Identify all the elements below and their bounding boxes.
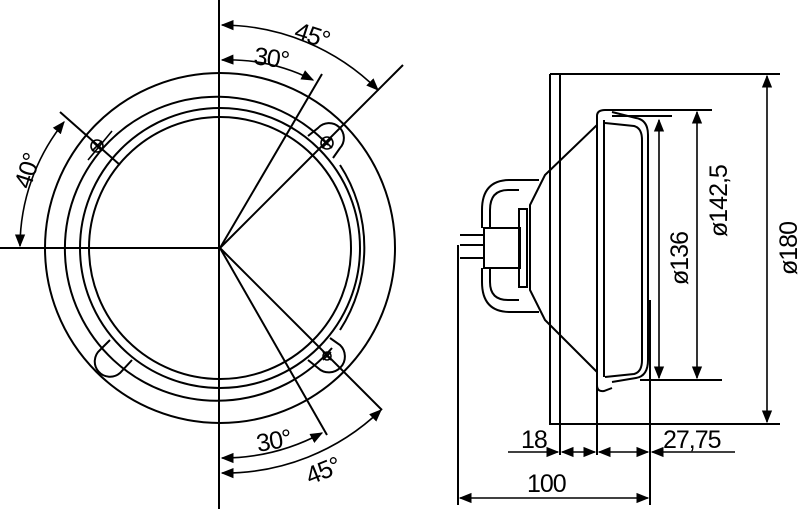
front-view: 45° 30° 40° 30° 45° — [0, 0, 404, 509]
mounting-plate-back — [549, 74, 560, 425]
reflector-cone — [529, 124, 598, 373]
dim-arc-45-top — [220, 19, 379, 91]
dia136-label: ø136 — [666, 232, 694, 285]
radial-45-bottom — [219, 247, 383, 411]
angle-label-40-left: 40° — [9, 150, 46, 192]
length-label-100: 100 — [527, 470, 566, 498]
angle-label-30-top: 30° — [252, 42, 290, 75]
flange-ring-right — [339, 164, 366, 331]
screw-hole-icon — [322, 351, 332, 361]
side-view: ø136 ø142,5 ø180 18 27,75 100 — [457, 73, 800, 505]
angle-label-45-top: 45° — [291, 17, 333, 54]
flange-ring — [63, 95, 333, 402]
dim-arc-30-top — [220, 54, 315, 81]
dia142-label: ø142,5 — [705, 165, 733, 237]
screw-hole-icon — [320, 136, 334, 150]
lens-inner — [604, 122, 643, 378]
outer-ring — [44, 72, 396, 424]
lens-outline — [611, 111, 649, 383]
length-label-18: 18 — [521, 426, 547, 454]
dia180-label: ø180 — [775, 222, 800, 275]
screw-hole-icon — [90, 139, 104, 153]
lens-ring — [88, 116, 352, 380]
length-label-27-75: 27,75 — [663, 426, 721, 454]
connector-socket — [460, 179, 539, 313]
radial-45-top — [219, 64, 404, 249]
dim-arc-45-bottom — [220, 409, 382, 479]
radial-40-left — [59, 111, 121, 166]
angle-label-30-bottom: 30° — [254, 424, 293, 458]
radial-30-top — [219, 73, 323, 249]
mounting-tab-top-right — [307, 122, 345, 159]
dim-arc-40-left — [14, 121, 65, 248]
radial-30-bottom — [219, 247, 328, 436]
mounting-tab-bottom-left — [93, 339, 133, 378]
inner-ring — [79, 107, 361, 389]
